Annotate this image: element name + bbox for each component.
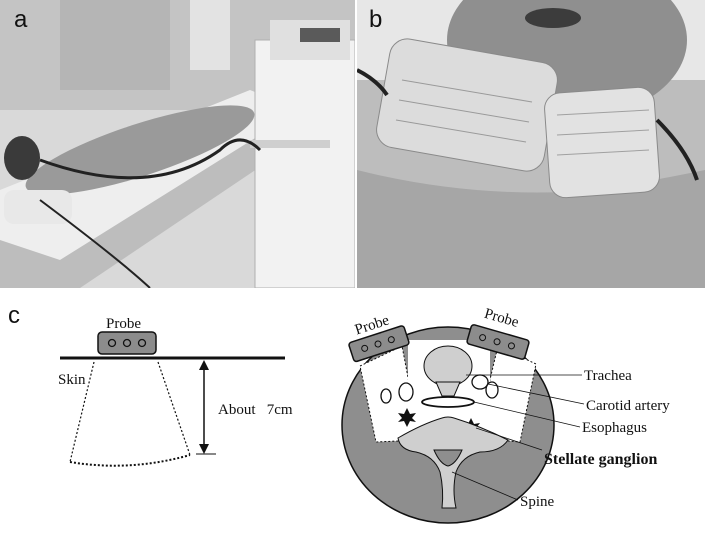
stellate-leader [475,427,543,451]
neck-cross-section-diagram: Probe Probe Trachea Carotid artery Esoph… [341,306,670,524]
stellate-ganglion-label: Stellate ganglion [544,451,657,468]
spine-label: Spine [520,494,555,510]
probe-label: Probe [106,316,141,332]
panel-label-c: c [8,302,20,329]
probe-right [466,324,530,360]
carotid-leader [487,383,585,405]
neck-probes-illustration [357,0,705,288]
probe-right-label: Probe [482,306,520,331]
beam-arc [69,454,191,467]
esophagus-leader [473,401,581,428]
probe-shape [97,331,157,355]
patient-bed-illustration [0,0,355,288]
beam-left-edge [69,361,95,463]
probe-left [348,325,410,363]
ultrasound-depth-diagram: Probe Skin About 7cm [58,316,293,467]
stellate-ganglion-left [398,408,416,427]
vessel-left [398,382,414,402]
trachea-label: Trachea [584,368,632,384]
carotid-artery-label: Carotid artery [586,398,670,414]
skin-label: Skin [58,372,86,388]
photo-panel-b: b [357,0,705,288]
esophagus-label: Esophagus [582,420,647,436]
spine-leader [451,471,519,501]
trachea-shape [423,345,473,387]
panel-label-a: a [14,6,28,33]
depth-label: About 7cm [218,402,293,418]
photo-panel-a: a [0,0,355,288]
beam-right-edge [157,361,191,456]
panel-label-b: b [369,6,383,33]
